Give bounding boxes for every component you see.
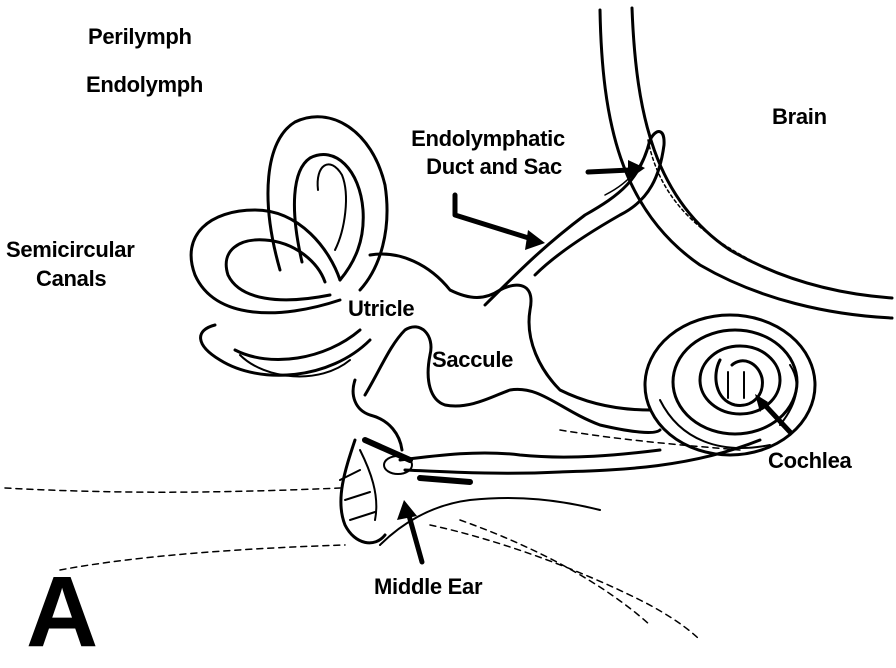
label-middle-ear: Middle Ear	[374, 574, 482, 600]
label-semicircular-line1: Semicircular	[6, 237, 134, 263]
label-endolymphatic-line2: Duct and Sac	[404, 154, 584, 180]
vestibule	[353, 254, 796, 473]
semicircular-canals	[191, 117, 387, 377]
label-saccule: Saccule	[432, 347, 513, 373]
panel-letter: A	[26, 562, 98, 662]
label-endolymphatic-line1: Endolymphatic	[398, 126, 578, 152]
legend-perilymph: Perilymph	[88, 24, 192, 50]
label-brain: Brain	[772, 104, 827, 130]
label-cochlea: Cochlea	[768, 448, 851, 474]
outer-boundaries	[5, 430, 740, 640]
brain-boundary	[600, 8, 892, 318]
legend-endolymph: Endolymph	[86, 72, 203, 98]
label-semicircular-line2: Canals	[36, 266, 106, 292]
label-utricle: Utricle	[348, 296, 414, 322]
